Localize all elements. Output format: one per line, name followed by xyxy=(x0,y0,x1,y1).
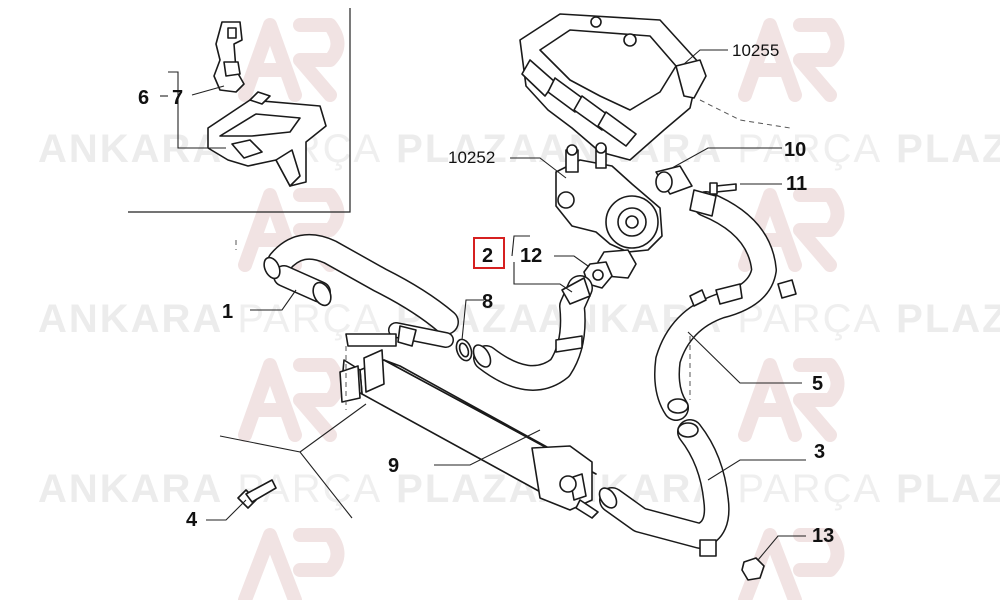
callout-10: 10 xyxy=(784,139,806,161)
watermark-logo-icon xyxy=(738,18,845,102)
watermark-logo-icon xyxy=(238,358,345,442)
part-8-hose-clamp xyxy=(455,338,473,362)
part-5-intake-hose xyxy=(654,189,777,421)
callout-6: 6 xyxy=(138,87,149,109)
part-1-intercooler-hose xyxy=(263,233,459,335)
leader-lines xyxy=(160,49,806,561)
part-10252-turbocharger xyxy=(555,142,663,279)
part-10255-intake-manifold xyxy=(519,13,707,161)
callout-10255: 10255 xyxy=(732,41,779,60)
part-7-hose-clip xyxy=(213,21,245,93)
bracket-inset-frame xyxy=(128,8,351,213)
watermark-logo-icon xyxy=(238,18,345,102)
callout-3: 3 xyxy=(814,441,825,463)
part-6-mounting-bracket xyxy=(207,91,327,187)
part-2-turbo-outlet-hose xyxy=(472,275,593,391)
part-13-nut xyxy=(741,557,765,581)
watermark-logo-icon xyxy=(738,358,845,442)
callout-8: 8 xyxy=(482,291,493,313)
callout-11: 11 xyxy=(786,173,807,195)
part-1-connector-pipe xyxy=(388,322,454,348)
hose-5-fastener xyxy=(777,279,797,299)
assembly-dash-lines xyxy=(235,99,791,410)
callout-5: 5 xyxy=(812,373,823,395)
part-3-lower-hose xyxy=(598,419,730,557)
part-9-intercooler xyxy=(339,333,599,519)
callout-1: 1 xyxy=(222,301,233,323)
part-11-screw xyxy=(709,182,737,195)
watermark-logo-icon xyxy=(238,528,345,600)
callout-2: 2 xyxy=(482,245,493,267)
callout-13: 13 xyxy=(812,525,834,547)
highlighted-part-box xyxy=(473,237,505,269)
callout-4: 4 xyxy=(186,509,198,531)
callout-10252: 10252 xyxy=(448,148,495,167)
callout-7: 7 xyxy=(172,87,183,109)
part-4-bolt xyxy=(237,479,277,509)
callout-12: 12 xyxy=(520,245,542,267)
callout-labels: 6 7 1 8 2 12 9 4 10 11 5 3 13 10252 1025… xyxy=(138,41,834,547)
callout-9: 9 xyxy=(388,455,399,477)
